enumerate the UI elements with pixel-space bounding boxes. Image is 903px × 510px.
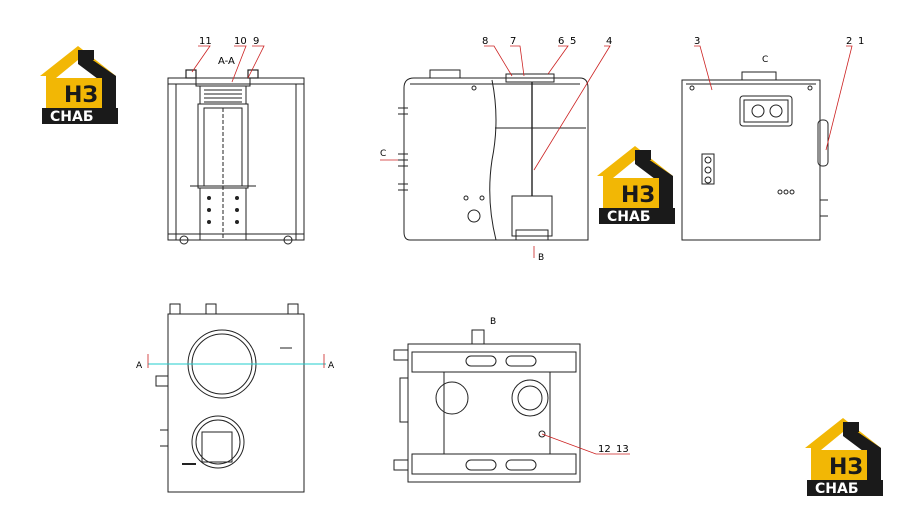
side-title: C: [762, 55, 768, 65]
logo-main-text: НЗ: [64, 83, 98, 108]
section-view-a-a: [167, 69, 305, 245]
callouts-section: [191, 45, 265, 83]
callout-13: 13: [616, 444, 629, 455]
callout-10: 10: [234, 36, 247, 47]
callouts-side: [694, 45, 853, 151]
logo-top-left: НЗ СНАБ: [40, 46, 118, 125]
callout-2: 2: [846, 36, 852, 47]
side-view-c: [681, 71, 829, 241]
callout-4: 4: [606, 36, 612, 47]
callout-3: 3: [694, 36, 700, 47]
front-arrow-c: C: [380, 149, 386, 159]
logo-sub-text: СНАБ: [815, 481, 859, 497]
callouts-front: [380, 45, 611, 258]
logo-main-text: НЗ: [621, 183, 655, 208]
callout-6: 6: [558, 36, 564, 47]
logo-main-text: НЗ: [829, 455, 863, 480]
front-arrow-b: B: [538, 253, 544, 263]
callout-8: 8: [482, 36, 488, 47]
callout-11: 11: [199, 36, 212, 47]
callout-12: 12: [598, 444, 611, 455]
plan-cut-right: A: [328, 361, 335, 371]
bottom-view-b: [393, 329, 581, 483]
callout-7: 7: [510, 36, 516, 47]
logo-middle: НЗ СНАБ: [597, 146, 675, 225]
callout-5: 5: [570, 36, 576, 47]
logo-sub-text: СНАБ: [607, 209, 651, 225]
logo-sub-text: СНАБ: [50, 109, 94, 125]
section-title: A-A: [218, 56, 235, 67]
bottom-title: B: [490, 317, 496, 327]
callout-1: 1: [858, 36, 864, 47]
logo-bottom-right: НЗ СНАБ: [805, 418, 883, 497]
plan-cut-left: A: [136, 361, 143, 371]
plan-view: [155, 303, 305, 493]
callouts-bottom: [541, 433, 630, 455]
front-view: [398, 69, 589, 241]
callout-9: 9: [253, 36, 259, 47]
plan-cut-line: [147, 354, 326, 368]
